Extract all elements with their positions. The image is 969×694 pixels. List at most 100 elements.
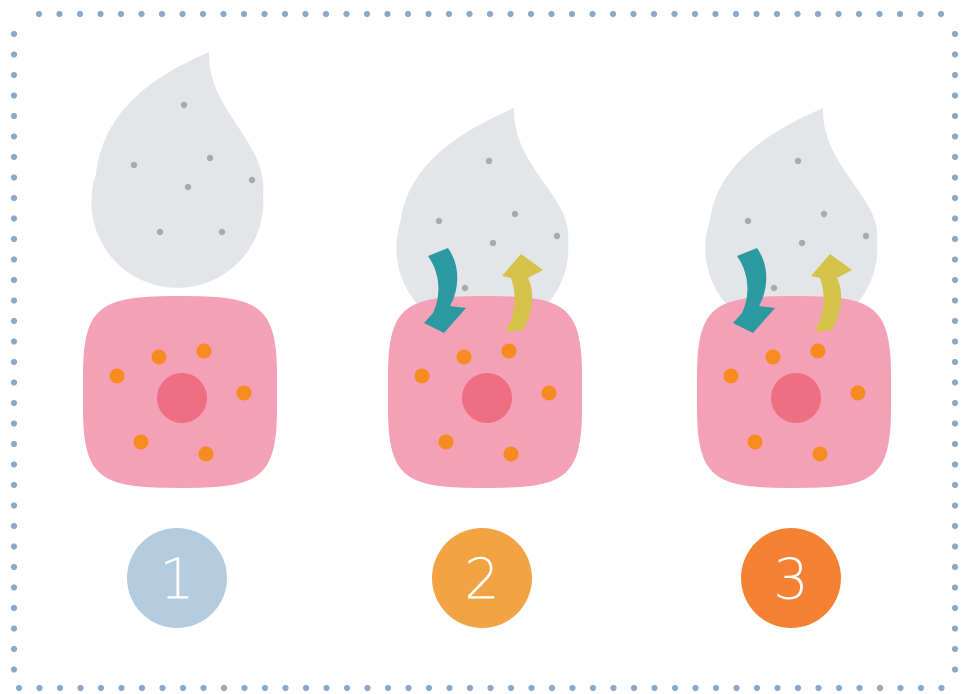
cell-particle xyxy=(134,435,149,450)
border-dot xyxy=(159,11,165,17)
water-droplet xyxy=(91,52,263,288)
droplet-particle xyxy=(131,162,137,168)
border-dot xyxy=(446,11,452,17)
border-dot xyxy=(11,92,17,98)
cell-particle xyxy=(237,386,252,401)
droplet-particle xyxy=(771,285,777,291)
border-dot xyxy=(918,685,924,691)
border-dot xyxy=(569,685,575,691)
droplet-particle xyxy=(157,229,163,235)
border-dot xyxy=(11,72,17,78)
border-dot xyxy=(952,277,958,283)
border-dot xyxy=(11,482,17,488)
border-dot xyxy=(11,359,17,365)
border-dot xyxy=(303,685,309,691)
border-dot xyxy=(835,11,841,17)
border-dot xyxy=(11,236,17,242)
border-dot xyxy=(952,502,958,508)
droplet-particle xyxy=(863,233,869,239)
cell-particle xyxy=(110,369,125,384)
border-dot xyxy=(138,11,144,17)
border-dot xyxy=(952,564,958,570)
border-dot xyxy=(952,359,958,365)
border-dot xyxy=(672,685,678,691)
border-dot xyxy=(425,11,431,17)
droplet-particle xyxy=(486,158,492,164)
border-dot xyxy=(952,482,958,488)
border-dot xyxy=(11,338,17,344)
border-dot xyxy=(651,11,657,17)
droplet-particle xyxy=(799,240,805,246)
border-dot xyxy=(11,174,17,180)
border-dot xyxy=(938,11,944,17)
border-dot xyxy=(794,11,800,17)
border-dot xyxy=(610,11,616,17)
border-dot xyxy=(952,646,958,652)
border-dot xyxy=(466,11,472,17)
cell-particle xyxy=(504,447,519,462)
border-dot xyxy=(36,11,42,17)
cell-particle xyxy=(197,344,212,359)
border-dot xyxy=(11,523,17,529)
border-dot xyxy=(11,297,17,303)
border-dot xyxy=(713,685,719,691)
step-panel-1: 1 xyxy=(83,52,277,628)
border-dot xyxy=(952,625,958,631)
border-dot xyxy=(651,685,657,691)
border-dot xyxy=(405,685,411,691)
border-dot xyxy=(221,685,227,691)
border-dot xyxy=(938,685,944,691)
border-dot xyxy=(57,685,63,691)
step-number: 1 xyxy=(159,548,195,613)
border-dot xyxy=(952,297,958,303)
border-dot xyxy=(11,666,17,672)
border-dot xyxy=(446,685,452,691)
border-dot xyxy=(952,523,958,529)
border-dot xyxy=(952,215,958,221)
border-dot xyxy=(952,51,958,57)
border-dot xyxy=(159,685,165,691)
border-dot xyxy=(774,11,780,17)
border-dot xyxy=(952,605,958,611)
border-dot xyxy=(952,543,958,549)
border-dot xyxy=(952,92,958,98)
border-dot xyxy=(343,11,349,17)
cell-particle xyxy=(811,344,826,359)
border-dot xyxy=(11,564,17,570)
border-dot xyxy=(323,685,329,691)
border-dot xyxy=(261,11,267,17)
border-dot xyxy=(405,11,411,17)
border-dot xyxy=(952,133,958,139)
border-dot xyxy=(11,441,17,447)
border-dot xyxy=(11,605,17,611)
border-dot xyxy=(16,685,22,691)
border-dot xyxy=(897,685,903,691)
droplet-particle xyxy=(462,285,468,291)
border-dot xyxy=(11,215,17,221)
border-dot xyxy=(733,685,739,691)
border-dot xyxy=(11,584,17,590)
droplet-particle xyxy=(821,211,827,217)
border-dot xyxy=(282,685,288,691)
border-dot xyxy=(11,318,17,324)
border-dot xyxy=(952,154,958,160)
border-dot xyxy=(11,379,17,385)
droplet-particle xyxy=(490,240,496,246)
cell-particle xyxy=(502,344,517,359)
border-dot xyxy=(282,11,288,17)
border-dot xyxy=(952,461,958,467)
border-dot xyxy=(11,502,17,508)
droplet-particle xyxy=(554,233,560,239)
cell-nucleus xyxy=(462,373,512,423)
step-panel-3: 3 xyxy=(697,108,891,628)
border-dot xyxy=(549,685,555,691)
border-dot xyxy=(569,11,575,17)
border-dot xyxy=(241,11,247,17)
droplet-particle xyxy=(512,211,518,217)
border-dot xyxy=(952,195,958,201)
border-dot xyxy=(11,31,17,37)
border-dot xyxy=(77,685,83,691)
cell-particle xyxy=(766,350,781,365)
cell-particle xyxy=(851,386,866,401)
